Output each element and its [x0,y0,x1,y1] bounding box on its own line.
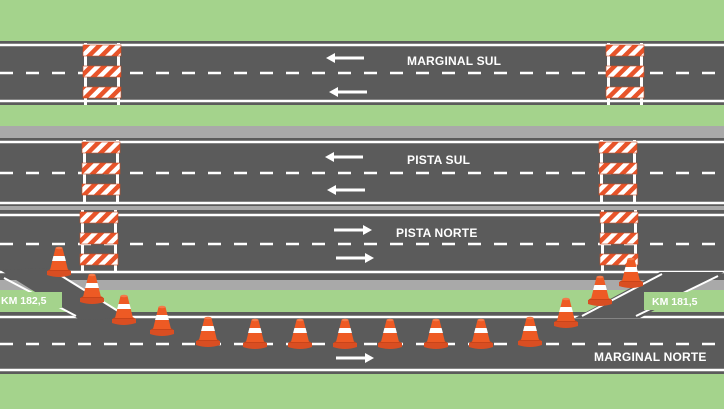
road-marginal-norte [0,312,724,374]
km-marker-right: KM 181,5 [652,296,698,308]
km-marker-left: KM 182,5 [1,295,47,307]
barricade-icon [79,209,119,273]
road-label-pista-sul: PISTA SUL [407,153,471,167]
arrow-left-icon [329,87,367,97]
road-label-pista-norte: PISTA NORTE [396,226,478,240]
barricade-icon [82,42,122,106]
arrow-right-icon [336,253,374,263]
arrow-right-icon [334,225,372,235]
shoulder-strip [0,280,724,290]
arrow-left-icon [327,185,365,195]
barricade-icon [598,139,638,203]
road-label-marginal-norte: MARGINAL NORTE [594,350,707,364]
road-label-marginal-sul: MARGINAL SUL [407,54,502,68]
arrow-right-icon [336,353,374,363]
median-strip [0,126,724,138]
barricade-icon [81,139,121,203]
separator-strip [0,206,724,210]
arrow-left-icon [326,53,364,63]
barricade-icon [605,42,645,106]
arrow-left-icon [325,152,363,162]
